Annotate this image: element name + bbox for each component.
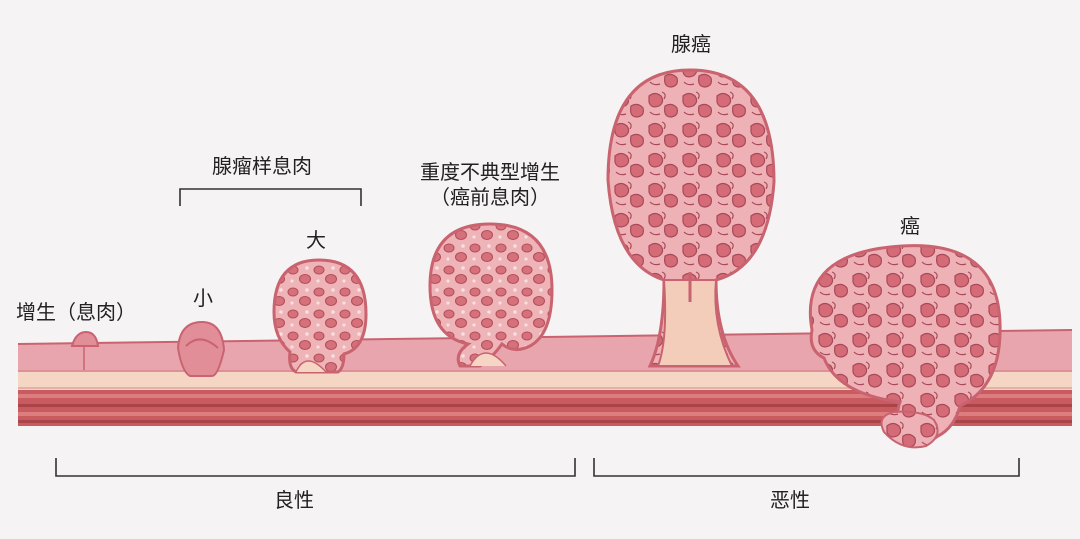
large-adenoma bbox=[272, 258, 368, 374]
malignant-bracket bbox=[593, 458, 1020, 477]
label-adenoma-group: 腺瘤样息肉 bbox=[212, 154, 312, 178]
label-dysplasia-line1: 重度不典型增生 bbox=[420, 160, 560, 184]
label-small: 小 bbox=[193, 286, 213, 310]
label-dysplasia-line2: （癌前息肉） bbox=[430, 185, 550, 209]
label-hyperplasia: 增生（息肉） bbox=[16, 300, 136, 324]
label-large: 大 bbox=[306, 228, 326, 252]
invasive-cancer bbox=[808, 244, 1002, 449]
adenocarcinoma-polyp bbox=[606, 68, 776, 368]
hyperplastic-polyp bbox=[70, 330, 100, 370]
adenoma-bracket bbox=[179, 188, 362, 206]
label-malignant: 恶性 bbox=[770, 488, 810, 512]
label-adenocarcinoma: 腺癌 bbox=[671, 32, 711, 56]
benign-bracket bbox=[55, 458, 576, 477]
label-cancer: 癌 bbox=[900, 214, 920, 238]
label-benign: 良性 bbox=[274, 488, 314, 512]
label-dysplasia: 重度不典型增生 （癌前息肉） bbox=[406, 160, 574, 210]
dysplasia-polyp bbox=[428, 222, 554, 368]
small-adenoma bbox=[176, 320, 226, 377]
